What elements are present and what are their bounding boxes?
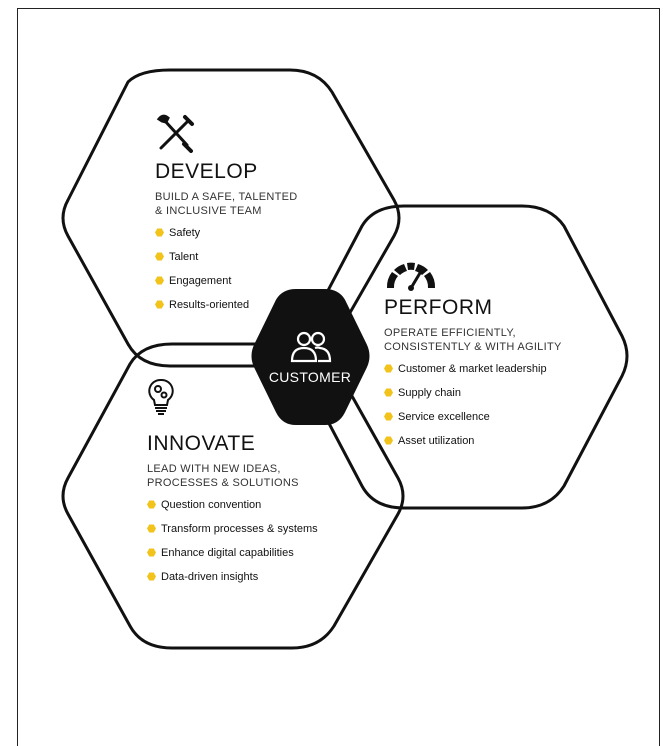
list-item: Question convention (147, 498, 318, 522)
bullet-icon (384, 436, 393, 445)
develop-subtitle: BUILD A SAFE, TALENTED & INCLUSIVE TEAM (155, 191, 298, 217)
list-item-label: Enhance digital capabilities (161, 547, 294, 559)
list-item-label: Data-driven insights (161, 571, 259, 583)
list-item: Talent (155, 250, 298, 274)
bullet-icon (384, 388, 393, 397)
list-item-label: Talent (169, 251, 199, 263)
bullet-icon (147, 524, 156, 533)
list-item: Data-driven insights (147, 570, 318, 594)
list-item-label: Transform processes & systems (161, 523, 318, 535)
bullet-icon (147, 500, 156, 509)
perform-title: PERFORM (384, 296, 493, 319)
bullet-icon (155, 252, 164, 261)
list-item-label: Customer & market leadership (398, 363, 547, 375)
innovate-section: INNOVATE LEAD WITH NEW IDEAS, PROCESSES … (147, 432, 318, 594)
list-item: Safety (155, 226, 298, 250)
list-item-label: Question convention (161, 499, 262, 511)
develop-section: DEVELOP BUILD A SAFE, TALENTED & INCLUSI… (155, 160, 298, 322)
frame-border (17, 8, 660, 746)
innovate-list: Question convention Transform processes … (147, 498, 318, 594)
innovate-subtitle: LEAD WITH NEW IDEAS, PROCESSES & SOLUTIO… (147, 463, 299, 489)
perform-subtitle: OPERATE EFFICIENTLY, CONSISTENTLY & WITH… (384, 327, 562, 353)
customer-label: CUSTOMER (268, 369, 352, 385)
innovate-title: INNOVATE (147, 432, 256, 455)
lightbulb-gear-icon (148, 378, 174, 415)
list-item: Enhance digital capabilities (147, 546, 318, 570)
list-item: Transform processes & systems (147, 522, 318, 546)
tools-icon (156, 114, 194, 153)
list-item: Engagement (155, 274, 298, 298)
bullet-icon (147, 548, 156, 557)
list-item-label: Supply chain (398, 387, 461, 399)
list-item: Results-oriented (155, 298, 298, 322)
bullet-icon (155, 300, 164, 309)
perform-list: Customer & market leadership Supply chai… (384, 362, 562, 458)
list-item-label: Engagement (169, 275, 232, 287)
perform-section: PERFORM OPERATE EFFICIENTLY, CONSISTENTL… (384, 296, 562, 458)
list-item: Customer & market leadership (384, 362, 562, 386)
list-item: Supply chain (384, 386, 562, 410)
bullet-icon (384, 412, 393, 421)
bullet-icon (155, 228, 164, 237)
list-item-label: Results-oriented (169, 299, 250, 311)
people-icon (290, 331, 332, 363)
bullet-icon (155, 276, 164, 285)
develop-title: DEVELOP (155, 160, 258, 183)
gauge-icon (386, 262, 436, 291)
bullet-icon (147, 572, 156, 581)
list-item-label: Asset utilization (398, 435, 475, 447)
customer-hexagon (251, 289, 370, 425)
list-item-label: Service excellence (398, 411, 490, 423)
develop-list: Safety Talent Engagement Results-oriente… (155, 226, 298, 322)
list-item: Service excellence (384, 410, 562, 434)
list-item-label: Safety (169, 227, 201, 239)
list-item: Asset utilization (384, 434, 562, 458)
bullet-icon (384, 364, 393, 373)
